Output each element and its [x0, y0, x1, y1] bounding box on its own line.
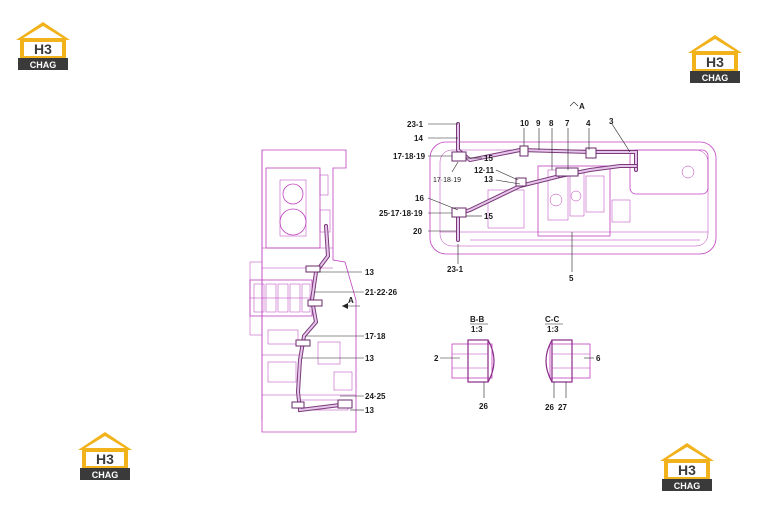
label-8: 8 [549, 119, 554, 128]
section-cc-scale: 1:3 [547, 325, 559, 334]
view-arrow-icon [342, 303, 348, 309]
pump-group [537, 165, 611, 237]
label-9: 9 [536, 119, 541, 128]
logo-top-left: H3 CHAG [14, 20, 72, 72]
section-cc-title: C-C [545, 315, 559, 324]
logo-bottom-right: H3 CHAG [658, 441, 716, 493]
left-view: A 13 21·22·26 17·18 13 24·25 13 [249, 149, 398, 433]
house-logo-icon: H3 CHAG [78, 432, 132, 480]
section-bb: B-B 1:3 2 26 [434, 315, 495, 411]
label-26-bb: 26 [479, 402, 488, 411]
fitting-body-cc [549, 343, 591, 379]
label-26-cc: 26 [545, 403, 554, 412]
label-13-c: 13 [365, 406, 374, 415]
svg-text:CHAG: CHAG [702, 73, 729, 83]
clamp-icon [519, 145, 529, 157]
svg-text:H3: H3 [34, 41, 52, 57]
label-2: 2 [434, 354, 439, 363]
clamp-icon [515, 177, 527, 187]
label-21-22-26: 21·22·26 [365, 288, 398, 297]
view-marker-a-top: A [579, 102, 585, 111]
house-logo-icon: H3 CHAG [16, 22, 70, 70]
label-4: 4 [586, 119, 591, 128]
section-bb-scale: 1:3 [471, 325, 483, 334]
svg-text:CHAG: CHAG [30, 60, 57, 70]
label-17-18: 17·18 [365, 332, 386, 341]
section-cc: C-C 1:3 6 26 27 [545, 315, 601, 412]
house-logo-icon: H3 CHAG [660, 443, 714, 491]
svg-text:H3: H3 [678, 462, 696, 478]
label-16: 16 [415, 194, 424, 203]
clamp-icon [305, 265, 321, 273]
label-7: 7 [565, 119, 570, 128]
label-27: 27 [558, 403, 567, 412]
clamp-icon [451, 207, 467, 218]
label-17-18-19-b: 17·18·19 [433, 177, 461, 184]
label-24-25: 24·25 [365, 392, 386, 401]
top-frame-outline [429, 141, 717, 255]
clamp-icon [451, 151, 467, 162]
suction-hose [295, 224, 350, 413]
svg-text:H3: H3 [96, 451, 114, 467]
logo-top-right: H3 CHAG [686, 33, 744, 85]
house-logo-icon: H3 CHAG [688, 35, 742, 83]
logo-bottom-left: H3 CHAG [76, 430, 134, 482]
label-15-a: 15 [484, 154, 493, 163]
fitting-body-bb [451, 343, 493, 379]
svg-text:CHAG: CHAG [92, 470, 119, 480]
view-marker-a-left: A [348, 296, 354, 305]
tank [629, 149, 709, 195]
flywheel [279, 208, 307, 236]
label-3: 3 [609, 117, 614, 126]
label-13-a: 13 [365, 268, 374, 277]
label-12-11: 12·11 [474, 166, 495, 175]
label-14: 14 [414, 134, 423, 143]
svg-text:CHAG: CHAG [674, 481, 701, 491]
top-view: A 23-1 14 17·18·19 15 17·18·19 10 9 8 7 … [379, 101, 717, 283]
label-23-1-top: 23-1 [407, 120, 424, 129]
label-23-1-bottom: 23-1 [447, 265, 464, 274]
label-13-b: 13 [365, 354, 374, 363]
clamp-icon [585, 147, 597, 159]
label-15-b: 15 [484, 212, 493, 221]
clamp-icon [291, 401, 305, 409]
pulley [282, 183, 304, 205]
label-5: 5 [569, 274, 574, 283]
svg-text:H3: H3 [706, 54, 724, 70]
main-hose [456, 122, 638, 172]
clamp-icon [307, 299, 323, 307]
label-13-top: 13 [484, 175, 493, 184]
label-25-17-18-19: 25·17·18·19 [379, 209, 423, 218]
fitting-icon [337, 399, 353, 409]
clamp-icon [295, 339, 311, 347]
section-bb-title: B-B [470, 315, 484, 324]
left-frame-outline [261, 149, 357, 433]
label-17-18-19-a: 17·18·19 [393, 152, 426, 161]
label-6: 6 [596, 354, 601, 363]
label-20: 20 [413, 227, 422, 236]
label-10: 10 [520, 119, 529, 128]
fitting-icon [555, 167, 579, 177]
